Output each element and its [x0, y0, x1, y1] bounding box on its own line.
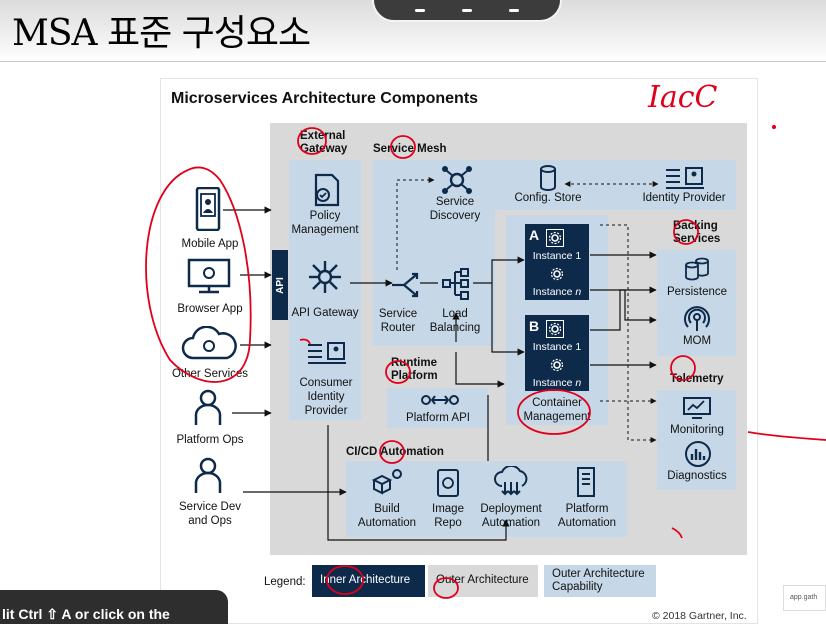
load-balancing-icon — [440, 266, 472, 302]
arrow-platform-to-container — [455, 352, 505, 388]
diagram-title: Microservices Architecture Components — [171, 90, 479, 107]
dashed-router-to-discovery — [396, 177, 435, 270]
load-balancing-label: Load Balancing — [429, 308, 481, 334]
build-automation-label: Build Automation — [357, 503, 417, 529]
gear-icon — [546, 320, 564, 338]
platform-server-icon — [575, 466, 597, 498]
arrow-b-to-persistence — [590, 286, 657, 331]
browser-window-icon — [186, 256, 232, 296]
diagnostics-label: Diagnostics — [667, 470, 727, 482]
copyright: © 2018 Gartner, Inc. — [652, 610, 747, 622]
persistence-label: Persistence — [666, 286, 728, 298]
arrow-lb-to-a — [473, 256, 525, 284]
arrow-cicd-loop — [327, 425, 510, 541]
consumer-identity-provider-label: Consumer Identity Provider — [299, 377, 353, 417]
identity-provider-label: Identity Provider — [642, 192, 726, 204]
shortcut-tooltip: lit Ctrl ⇧ A or click on the — [0, 590, 228, 624]
group-b-letter: B — [529, 318, 540, 334]
mobile-app-label: Mobile App — [181, 238, 239, 250]
service-discovery-label: Service Discovery — [429, 196, 481, 222]
build-blocks-icon — [370, 468, 404, 498]
api-tab — [272, 250, 288, 320]
diagnostics-gauge-icon — [684, 440, 712, 468]
gear-icon — [548, 265, 566, 283]
more-options-icon[interactable] — [509, 9, 520, 12]
deployment-automation-label: Deployment Automation — [480, 503, 542, 529]
image-repo-icon — [436, 468, 460, 498]
platform-automation-label: Platform Automation — [557, 503, 617, 529]
other-services-label: Other Services — [171, 368, 249, 380]
platform-api-label: Platform API — [406, 412, 470, 424]
deployment-cloud-icon — [494, 466, 528, 498]
api-gateway-label: API Gateway — [291, 307, 359, 319]
handwritten-note: IacC — [648, 80, 718, 115]
policy-document-icon — [310, 172, 342, 208]
image-repo-label: Image Repo — [432, 503, 464, 529]
api-gateway-hub-icon — [306, 258, 344, 296]
policy-management-label: Policy Management — [291, 210, 359, 236]
service-dev-ops-label: Service Dev and Ops — [179, 501, 241, 527]
browser-app-label: Browser App — [177, 303, 243, 315]
message-broadcast-icon — [684, 306, 710, 332]
dashed-container-to-telemetry — [600, 224, 657, 443]
slide-title: MSA 표준 구성요소 — [12, 13, 311, 54]
arrow-lb-to-b — [491, 283, 525, 356]
telemetry-title: Telemetry — [670, 373, 724, 385]
identity-provider-card-icon — [664, 166, 706, 190]
config-store-database-icon — [538, 164, 558, 192]
mobile-phone-icon — [192, 186, 224, 232]
platform-ops-person-icon — [192, 388, 224, 428]
runtime-platform-box — [387, 388, 488, 428]
service-router-label: Service Router — [378, 308, 418, 334]
identity-card-icon — [306, 340, 348, 366]
legend-outer-architecture: Outer Architecture — [428, 565, 538, 597]
legend-label: Legend: — [264, 576, 306, 588]
runtime-platform-title: Runtime Platform — [391, 357, 438, 383]
config-store-label: Config. Store — [514, 192, 582, 204]
service-dev-person-icon — [192, 456, 224, 496]
gear-icon — [548, 356, 566, 374]
container-management-label: Container Management — [523, 397, 591, 423]
service-discovery-icon — [440, 164, 474, 196]
pointer-tool-icon[interactable] — [461, 9, 472, 12]
group-a-letter: A — [529, 227, 540, 243]
monitoring-screen-icon — [682, 396, 712, 420]
group-a-instance-1: Instance 1 — [532, 250, 582, 262]
platform-ops-label: Platform Ops — [176, 434, 244, 446]
group-b-instance-n: Instance n — [532, 377, 582, 389]
persistence-database-icon — [682, 256, 712, 282]
cloud-services-icon — [180, 325, 238, 363]
group-a-instance-n: Instance n — [532, 286, 582, 298]
legend-outer-capability: Outer Architecture Capability — [544, 565, 656, 597]
service-mesh-box — [373, 210, 495, 346]
arrow-a-to-mom — [590, 289, 657, 324]
side-popup[interactable]: app.gath — [783, 585, 826, 611]
pen-tool-icon[interactable] — [414, 9, 425, 12]
cicd-title: CI/CD Automation — [346, 446, 444, 458]
monitoring-label: Monitoring — [670, 424, 724, 436]
gear-icon — [546, 229, 564, 247]
service-router-icon — [392, 272, 420, 298]
platform-api-icon — [420, 392, 460, 408]
group-b-instance-1: Instance 1 — [532, 341, 582, 353]
mom-label: MOM — [682, 335, 712, 347]
